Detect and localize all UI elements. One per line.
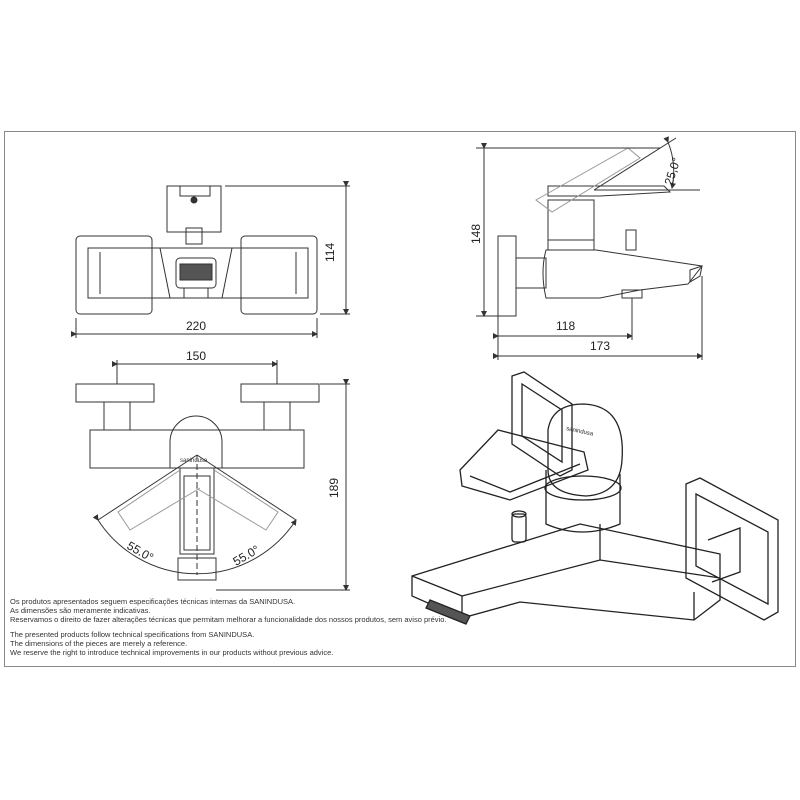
note-pt-3: Reservamos o direito de fazer alterações…: [10, 615, 447, 625]
top-view-lever-tip: [179, 185, 211, 197]
iso-brand-mark: sanindusa: [566, 426, 595, 438]
side-view-wall-plate: [497, 235, 517, 317]
iso-handle-cap: [547, 403, 623, 497]
side-view-cartridge: [547, 199, 595, 251]
iso-back-plate: [511, 371, 573, 477]
dim-189-label: 189: [327, 478, 341, 498]
top-view: [71, 181, 350, 338]
note-en-2: The dimensions of the pieces are merely …: [10, 638, 188, 648]
side-view: [476, 136, 703, 360]
front-view-cartridge: [169, 415, 223, 468]
iso-lever: [459, 429, 589, 501]
front-view-brand-mark: sanindusa: [180, 458, 208, 464]
drawing-frame: [4, 131, 796, 667]
dim-55-left-label: 55.0°: [125, 538, 157, 564]
top-view-diverter: [185, 227, 203, 245]
dim-150-label: 150: [186, 349, 206, 363]
note-en-1: The presented products follow technical …: [10, 629, 255, 639]
top-view-left-plate: [75, 235, 153, 315]
dim-118-label: 118: [556, 319, 575, 333]
side-view-diverter: [625, 229, 637, 251]
dim-25-angle-label: 25,0°: [662, 156, 684, 187]
top-view-aerator-mesh: [179, 263, 213, 281]
front-view-right-connector: [263, 401, 291, 431]
isometric-view: [411, 371, 779, 625]
side-view-body: [542, 249, 703, 299]
front-view-left-connector: [103, 401, 131, 431]
side-view-lever: [547, 185, 672, 197]
dim-55-right-label: 55.0°: [231, 542, 263, 568]
front-view-right-plate: [240, 383, 320, 403]
iso-body: [411, 523, 721, 621]
note-pt-2: As dimensões são meramente indicativas.: [10, 606, 151, 616]
dim-148-label: 148: [469, 224, 483, 244]
note-en-3: We reserve the right to introduce techni…: [10, 648, 334, 658]
iso-spout-outlet: [425, 599, 471, 625]
side-view-lever-rotated: [535, 147, 641, 213]
front-view: [75, 360, 350, 591]
note-pt-1: Os produtos apresentados seguem especifi…: [10, 597, 296, 606]
dim-173-label: 173: [590, 339, 610, 353]
front-view-left-plate: [75, 383, 155, 403]
dim-114-label: 114: [323, 243, 337, 262]
iso-right-plate: [685, 477, 779, 621]
iso-diverter: [511, 513, 527, 543]
iso-connector: [707, 527, 741, 583]
top-view-right-plate: [240, 235, 318, 315]
dim-220-label: 220: [186, 319, 206, 333]
disclaimer-notes: Os produtos apresentados seguem especifi…: [10, 597, 447, 658]
iso-cartridge: [545, 470, 621, 533]
side-view-connector: [515, 257, 547, 289]
